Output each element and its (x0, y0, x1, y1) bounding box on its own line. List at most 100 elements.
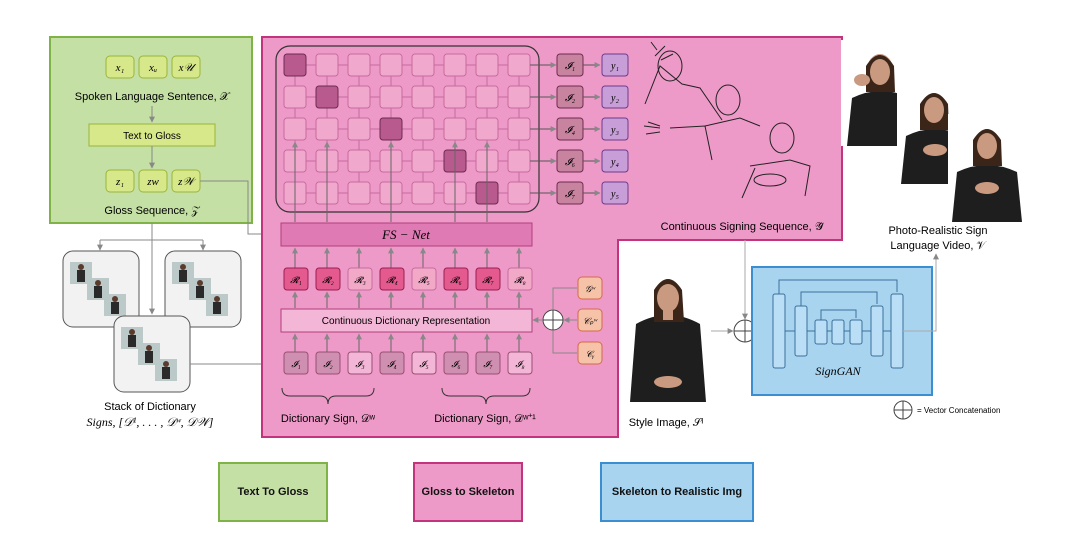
legend-gloss-to-skeleton-label: Gloss to Skeleton (421, 486, 515, 498)
attention-cell (411, 85, 435, 109)
attention-cell (379, 53, 403, 77)
output-y-token-label: y₁ (610, 61, 619, 72)
dictionary-sign-w-label: Dictionary Sign, 𝒟ʷ (281, 413, 376, 425)
skeleton-sketch-sequence (643, 41, 811, 199)
attention-cell (347, 117, 371, 141)
legend-skeleton-to-realistic-label: Skeleton to Realistic Img (611, 486, 743, 498)
dictionary-card-3 (113, 315, 191, 393)
output-i-token-label: 𝓘₆ (565, 157, 576, 168)
attention-cell (347, 53, 371, 77)
r-token (379, 267, 405, 291)
gloss-to-skeleton-panel (261, 36, 843, 438)
output-i-token-label: 𝓘₇ (565, 189, 576, 200)
r-token-label: 𝓡₂ (322, 275, 334, 285)
photo-video-label-1: Photo-Realistic Sign (888, 225, 987, 237)
side-token-cp: 𝒞ₚʷ (583, 316, 597, 326)
attention-cell (379, 85, 403, 109)
side-token-g: 𝒢ʷ (585, 284, 595, 294)
x-token-1: x₁ (115, 62, 125, 74)
r-token-label: 𝓡₈ (514, 275, 526, 285)
gloss-sequence-label: Gloss Sequence, 𝒵 (104, 205, 200, 217)
i-token (379, 351, 405, 375)
signgan-unet (772, 293, 904, 369)
style-image-photo (625, 276, 711, 406)
attention-cell (283, 85, 307, 109)
continuous-signing-label: Continuous Signing Sequence, 𝒴̂ (661, 221, 825, 233)
x-token-U: x𝒰 (178, 62, 197, 74)
attention-cell (411, 53, 435, 77)
output-y-token-label: y₄ (610, 157, 619, 168)
z-token-W: z𝒲 (177, 176, 196, 188)
continuous-dictionary-label: Continuous Dictionary Representation (322, 316, 490, 327)
concat-legend-label: = Vector Concatenation (917, 406, 1000, 415)
attention-cell (507, 53, 531, 77)
output-y-token (601, 117, 629, 141)
attention-cell (315, 53, 339, 77)
i-token (283, 351, 309, 375)
continuous-dictionary-block (280, 308, 533, 333)
i-token-label: 𝓘₅ (419, 359, 428, 369)
z-token-row: z₁ zw z𝒲 (105, 169, 201, 193)
style-image-label: Style Image, 𝒮ᴵ (629, 417, 704, 429)
r-token (315, 267, 341, 291)
output-y-token-label: y₃ (610, 125, 619, 136)
r-token-label: 𝓡₃ (354, 275, 366, 285)
r-token-label: 𝓡₇ (482, 275, 494, 285)
attention-cell-active (315, 85, 339, 109)
output-i-token-label: 𝓘₄ (565, 125, 576, 136)
x-token-row: x₁ xᵤ x𝒰 (105, 55, 201, 79)
i-token (475, 351, 501, 375)
z-token-w: zw (146, 176, 159, 188)
attention-cell (507, 85, 531, 109)
legend-text-to-gloss-label: Text To Gloss (237, 486, 309, 498)
dictionary-card-2 (164, 250, 242, 328)
attention-cell (507, 149, 531, 173)
signer-photo-3 (948, 114, 1028, 222)
r-token (507, 267, 533, 291)
i-token (315, 351, 341, 375)
r-token-label: 𝓡₅ (418, 275, 430, 285)
attention-cell (507, 181, 531, 205)
photo-video-label-2: Language Video, 𝒱 (890, 240, 987, 252)
i-token (347, 351, 373, 375)
output-y-token (601, 85, 629, 109)
output-y-token-label: y₂ (610, 93, 619, 104)
dictionary-stack-label-2: Signs, [𝒟¹, . . . , 𝒟ʷ, 𝒟𝒲] (87, 415, 214, 429)
attention-cell (475, 85, 499, 109)
attention-cell (443, 117, 467, 141)
attention-cell (283, 117, 307, 141)
i-token-label: 𝓘₈ (515, 359, 524, 369)
attention-cell (411, 181, 435, 205)
r-token (283, 267, 309, 291)
legend-gloss-to-skeleton: Gloss to Skeleton (413, 462, 523, 522)
output-i-token-label: 𝓘₂ (565, 93, 576, 104)
output-y-token-label: y₅ (610, 189, 619, 200)
attention-cell (315, 117, 339, 141)
attention-cell (443, 53, 467, 77)
side-token-column: 𝒢ʷ 𝒞ₚʷ 𝒞ᵧ (577, 276, 603, 365)
output-i-token-label: 𝓘₁ (565, 61, 575, 72)
attention-cell (347, 149, 371, 173)
side-token-cy: 𝒞ᵧ (586, 349, 595, 359)
attention-cell (411, 149, 435, 173)
spoken-sentence-label: Spoken Language Sentence, 𝒳 (75, 91, 231, 103)
dictionary-card-1 (62, 250, 140, 328)
i-token (411, 351, 437, 375)
signgan-label: SignGAN (815, 364, 861, 378)
attention-cell (347, 85, 371, 109)
legend-text-to-gloss: Text To Gloss (218, 462, 328, 522)
output-y-token (601, 149, 629, 173)
fsnet-label: FS − Net (381, 227, 430, 242)
attention-grid-cells (283, 53, 531, 222)
z-token-1: z₁ (115, 176, 124, 188)
r-token-label: 𝓡₆ (450, 275, 462, 285)
output-y-token (601, 53, 629, 77)
i-token-label: 𝓘₂ (323, 359, 332, 369)
i-token (507, 351, 533, 375)
fsnet-block (280, 222, 533, 247)
attention-cell (347, 181, 371, 205)
i-token (443, 351, 469, 375)
legend-skeleton-to-realistic: Skeleton to Realistic Img (600, 462, 754, 522)
